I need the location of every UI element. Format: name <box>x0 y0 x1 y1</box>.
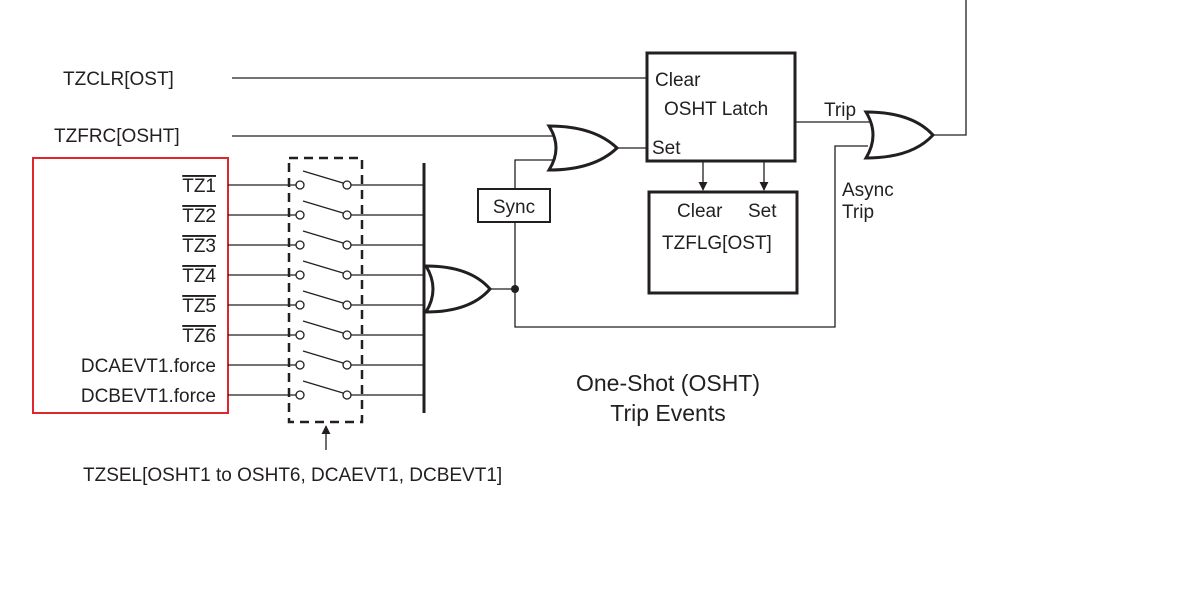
switch-lever <box>302 170 344 184</box>
switch-lever <box>302 380 344 394</box>
switch-contact <box>342 210 352 220</box>
async-trip-label: Trip <box>842 202 874 223</box>
set-or-gate <box>546 124 620 172</box>
switch-contact <box>295 390 305 400</box>
trip-source-label: DCAEVT1.force <box>81 356 216 377</box>
switch-lever <box>302 230 344 244</box>
switch-contact <box>295 210 305 220</box>
trip-label: Trip <box>824 100 856 121</box>
switch-lever <box>302 200 344 214</box>
tzfrc-label: TZFRC[OSHT] <box>54 126 180 147</box>
tzsel-switch-box <box>287 156 364 424</box>
switch-lever <box>302 350 344 364</box>
final-output-wire <box>933 0 967 136</box>
switch-lever <box>302 290 344 304</box>
switch-contact <box>295 180 305 190</box>
async-label: Async <box>842 180 894 201</box>
trip-source-highlight-box <box>32 157 229 414</box>
tzsel-label: TZSEL[OSHT1 to OSHT6, DCAEVT1, DCBEVT1] <box>83 465 502 486</box>
trip-source-label: TZ4 <box>182 266 216 287</box>
trip-source-label: TZ2 <box>182 206 216 227</box>
trip-source-list: TZ1TZ2TZ3TZ4TZ5TZ6DCAEVT1.forceDCBEVT1.f… <box>81 170 424 407</box>
tzflg-block <box>647 190 799 295</box>
tzclr-label: TZCLR[OST] <box>63 69 174 90</box>
latch-set-label: Set <box>652 138 681 159</box>
final-or-gate <box>863 110 936 160</box>
switch-contact <box>295 300 305 310</box>
switch-lever <box>302 320 344 334</box>
switch-contact <box>295 240 305 250</box>
switch-contact <box>342 270 352 280</box>
async-trip-wire <box>514 145 868 328</box>
osht-latch-block <box>645 51 797 163</box>
trip-source-label: DCBEVT1.force <box>81 386 216 407</box>
flag-title: TZFLG[OST] <box>662 233 772 254</box>
flag-set-label: Set <box>748 201 777 222</box>
trip-source-label: TZ3 <box>182 236 216 257</box>
switch-contact <box>342 330 352 340</box>
sync-output-wire <box>514 159 562 189</box>
switch-contact <box>342 180 352 190</box>
switch-contact <box>342 240 352 250</box>
switch-contact <box>342 300 352 310</box>
sync-block <box>477 188 551 223</box>
trip-source-label: TZ5 <box>182 296 216 317</box>
latch-clear-label: Clear <box>655 70 701 91</box>
sync-label: Sync <box>493 197 535 218</box>
caption-line-2: Trip Events <box>610 400 725 426</box>
switch-contact <box>295 330 305 340</box>
flag-clear-label: Clear <box>677 201 723 222</box>
caption-line-1: One-Shot (OSHT) <box>576 370 760 396</box>
trip-source-label: TZ1 <box>182 176 216 197</box>
switch-lever <box>302 260 344 274</box>
trip-source-label: TZ6 <box>182 326 216 347</box>
switch-contact <box>295 270 305 280</box>
switch-contact <box>295 360 305 370</box>
trip-or-gate <box>423 264 492 314</box>
switch-contact <box>342 390 352 400</box>
switch-contact <box>342 360 352 370</box>
latch-title: OSHT Latch <box>664 99 768 120</box>
